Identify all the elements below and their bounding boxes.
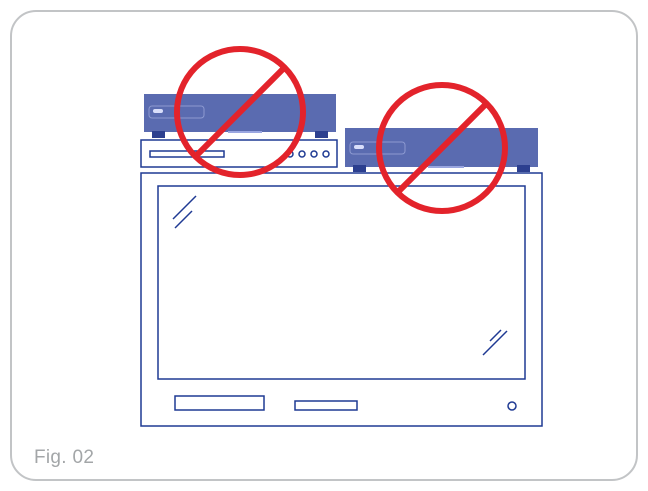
drive-foot [152, 131, 165, 138]
screen-glare-line [489, 329, 502, 342]
drive-led [354, 145, 364, 149]
drive-led [153, 109, 163, 113]
drive-foot [315, 131, 328, 138]
tv-panel-slot [174, 395, 265, 411]
drive-foot [353, 165, 366, 172]
tv-body [140, 172, 543, 427]
screen-glare-line [174, 210, 193, 229]
figure-frame [10, 10, 638, 481]
player-body [140, 139, 338, 168]
player-button [298, 150, 306, 158]
tv-panel-slot [294, 400, 358, 411]
player-button [322, 150, 330, 158]
prohibited-icon [174, 46, 306, 178]
prohibited-icon [376, 82, 508, 214]
dvd-player [140, 139, 338, 168]
screen-glare-line [482, 330, 508, 356]
television [140, 172, 543, 427]
screen-glare-line [172, 195, 197, 220]
player-button [310, 150, 318, 158]
drive-foot [517, 165, 530, 172]
player-disc-slot [149, 150, 225, 158]
tv-screen [157, 185, 526, 380]
figure-caption: Fig. 02 [34, 447, 95, 468]
tv-power-button [507, 401, 517, 411]
